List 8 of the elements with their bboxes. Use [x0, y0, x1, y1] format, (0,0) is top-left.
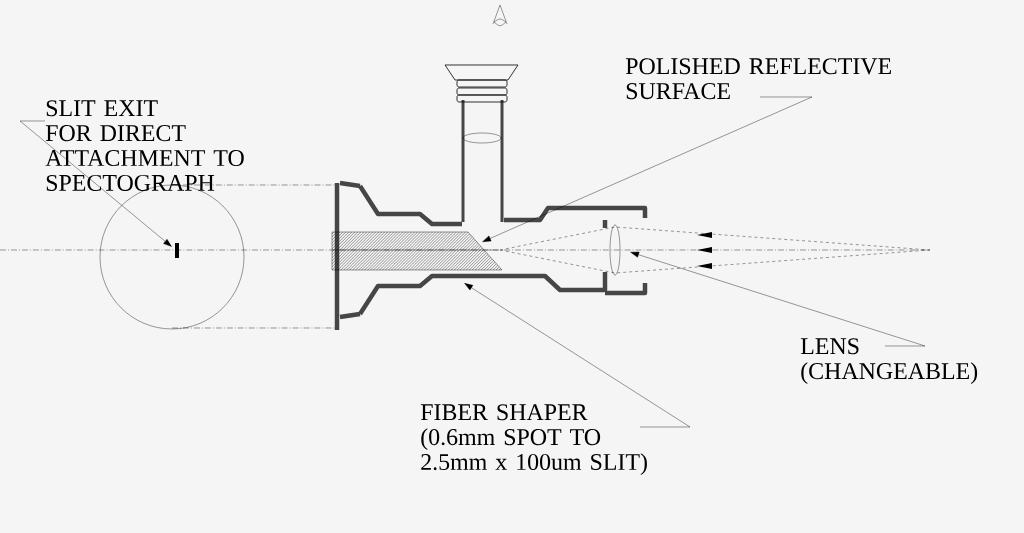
callout-text: LENS (CHANGEABLE): [800, 338, 978, 384]
leader-line: [19, 120, 172, 247]
leader-line: [630, 251, 926, 347]
callout-text: POLISHED REFLECTIVE SURFACE: [625, 58, 891, 100]
callout-text: SLIT EXIT FOR DIRECT ATTACHMENT TO SPECTOGRAPH: [45, 100, 244, 191]
leader-line: [482, 96, 813, 242]
leader-line: [464, 283, 691, 428]
callout-text: FIBER SHAPER (0.6mm SPOT TO 2.5mm x 100um SLIT): [420, 404, 647, 475]
